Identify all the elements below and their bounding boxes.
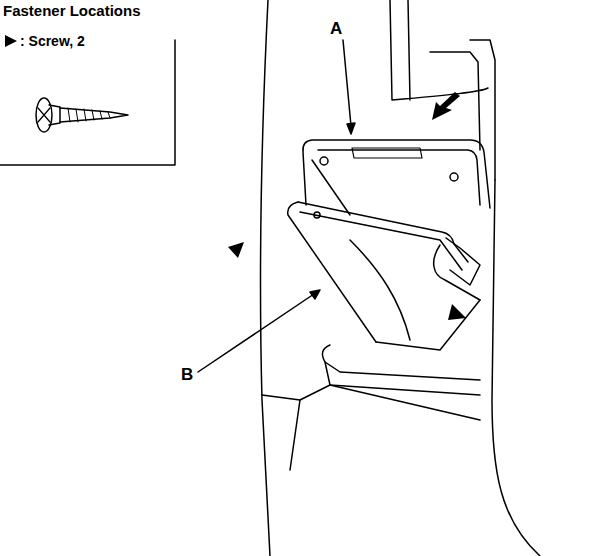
direction-arrow (432, 92, 460, 120)
leader-line (198, 294, 314, 372)
leader-arrow (347, 123, 355, 134)
legend-frame (0, 40, 175, 165)
section-title: Fastener Locations (3, 3, 141, 20)
leader-line (343, 40, 351, 126)
dash-frame (390, 0, 488, 100)
screw-icon (36, 98, 128, 132)
dash-edge (492, 180, 540, 556)
console-wall (260, 0, 270, 556)
part-callout: A (330, 20, 342, 39)
screw-marker (228, 242, 244, 258)
part-callout: B (181, 366, 193, 385)
lower-shelf (262, 345, 480, 470)
glove-box-frame (303, 140, 490, 215)
glove-box-door (288, 202, 480, 350)
legend-text: : Screw, 2 (20, 34, 85, 49)
screw-marker (5, 35, 17, 47)
screw-marker (448, 304, 466, 320)
leader-arrow (310, 290, 320, 299)
